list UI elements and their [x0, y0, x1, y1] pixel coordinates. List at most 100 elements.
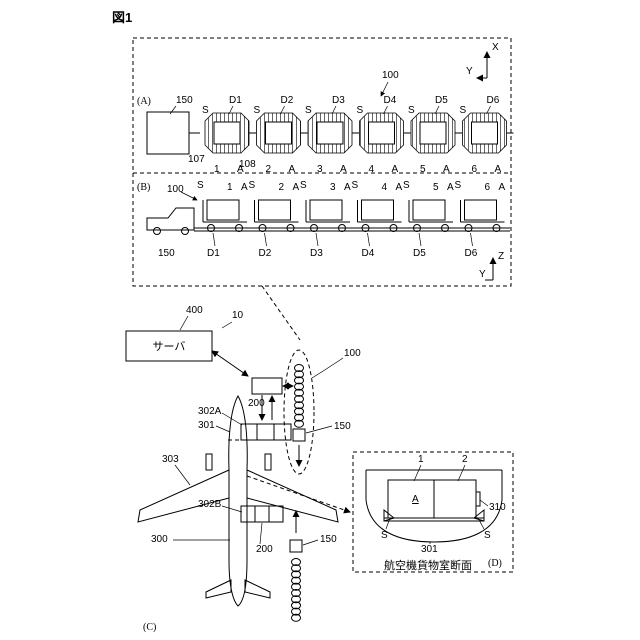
axis-y-label-b: Y [479, 269, 486, 280]
ref-400: 400 [186, 305, 203, 316]
ref-301-d: 301 [421, 544, 438, 555]
dolly-id-label: D1 [207, 248, 220, 259]
sensor-label: S [202, 105, 209, 116]
container-2 [434, 480, 476, 518]
dolly-side-2: S2AD2 [249, 180, 300, 259]
container-number: 3 [317, 164, 323, 175]
ref-150-c-top: 150 [334, 421, 351, 432]
ref-200-bottom: 200 [256, 544, 273, 555]
dolly-top-6: D6S6A [460, 95, 514, 175]
tug-side-view [147, 208, 194, 230]
dolly-top-3: D3S3A [305, 95, 359, 175]
aircraft-wing-left [138, 470, 229, 522]
panel-d-label: (D) [488, 558, 502, 569]
ref-302a: 302A [198, 406, 222, 417]
axis-a-label: A [443, 164, 450, 175]
ref-150-a: 150 [176, 95, 193, 106]
container-top [266, 122, 292, 144]
axis-a-label: A [392, 164, 399, 175]
dolly-top-2: D2S2A [254, 95, 308, 175]
tug-bottom-c [290, 540, 302, 552]
container-top [472, 122, 498, 144]
aircraft-wing-right [247, 470, 338, 522]
ref-200-top: 200 [248, 398, 265, 409]
dolly-side-row: S1AD1S2AD2S3AD3S4AD4S5AD5S6AD6 [197, 180, 506, 259]
dolly-side-6: S6AD6 [455, 180, 506, 259]
axis-x-label: X [492, 42, 499, 53]
ref-301-c: 301 [198, 420, 215, 431]
tug-top-view [147, 112, 189, 154]
container-top [317, 122, 343, 144]
ref-310: 310 [489, 502, 506, 513]
container-top [214, 122, 240, 144]
dolly-id-label: D3 [332, 95, 345, 106]
container-number: 1 [227, 182, 233, 193]
axis-y-label: Y [466, 66, 473, 77]
container-side [362, 200, 394, 220]
dolly-side-4: S4AD4 [352, 180, 403, 259]
ref-150-b: 150 [158, 248, 175, 259]
sensor-label: S [408, 105, 415, 116]
dolly-top-5: D5S 5 A [408, 95, 462, 175]
s-right-d: S [484, 530, 491, 541]
dolly-id-label: D4 [384, 95, 397, 106]
ref-302b: 302B [198, 499, 222, 510]
panel-c: (C) 10 サーバ 400 200 100 150 [126, 286, 361, 633]
container-1 [388, 480, 434, 518]
ref-2-d: 2 [462, 454, 468, 465]
dolly-id-label: D5 [435, 95, 448, 106]
dolly-id-label: D5 [413, 248, 426, 259]
dolly-side-5: S 5A D5 [403, 180, 454, 259]
container-number: 6 [472, 164, 478, 175]
ref-10: 10 [232, 310, 244, 321]
ref-a-d: A [412, 494, 419, 505]
dolly-chain-top [295, 365, 304, 428]
ref-303: 303 [162, 454, 179, 465]
axis-z-label: Z [498, 251, 504, 262]
ref-150-c-bottom: 150 [320, 534, 337, 545]
container-number: 6 [485, 182, 491, 193]
panel-b-label: (B) [137, 182, 150, 193]
ref-107: 107 [188, 154, 205, 165]
panel-c-label: (C) [143, 622, 156, 633]
dolly-id-label: D3 [310, 248, 323, 259]
sensor-label: S [455, 180, 462, 191]
dolly-id-label: D6 [487, 95, 500, 106]
container-top [369, 122, 395, 144]
sensor-label: S [352, 180, 359, 191]
dolly-chain-bottom [292, 559, 301, 622]
sensor-label: S [197, 180, 204, 191]
container-number: 3 [330, 182, 336, 193]
axis-a-label: A [396, 182, 403, 193]
panel-a: (A) X Y 100 150 107 108 D1S1AD2S2AD3S3AD… [137, 42, 514, 175]
axis-a-label: A [289, 164, 296, 175]
aircraft-fuselage [229, 396, 247, 606]
dolly-top-4: D4S4A [357, 95, 411, 175]
container-top [420, 122, 446, 144]
container-number: 1 [214, 164, 220, 175]
container-number: 4 [369, 164, 375, 175]
axis-a-label: A [237, 164, 244, 175]
dolly-id-label: D2 [281, 95, 294, 106]
container-side [310, 200, 342, 220]
container-side [413, 200, 445, 220]
axis-a-label: A [447, 182, 454, 193]
ref-100-a: 100 [382, 70, 399, 81]
aircraft-tail-right [245, 580, 270, 598]
dolly-id-label: D4 [362, 248, 375, 259]
dolly-side-3: S3AD3 [300, 180, 351, 259]
dolly-id-label: D1 [229, 95, 242, 106]
container-side [259, 200, 291, 220]
container-number: 2 [266, 164, 272, 175]
sensor-label: S [460, 105, 467, 116]
aircraft-tail-left [206, 580, 231, 598]
container-number: 5 [420, 164, 426, 175]
tug-top-c [293, 429, 305, 441]
container-number: 2 [279, 182, 285, 193]
container-number: 5 [433, 182, 439, 193]
ref-100-b: 100 [167, 184, 184, 195]
cargo-door-302a [241, 424, 291, 440]
sensor-label: S [403, 180, 410, 191]
s-left-d: S [381, 530, 388, 541]
